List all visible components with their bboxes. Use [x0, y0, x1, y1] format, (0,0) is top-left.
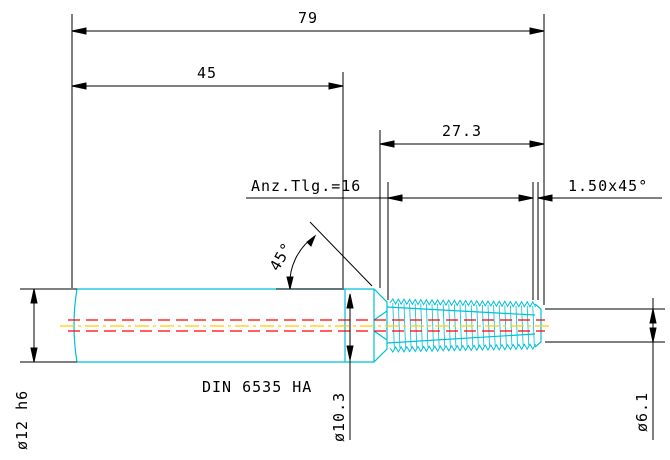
- dim-tip-diameter: ø6.1: [633, 392, 651, 432]
- tooth-count-label: Anz.Tlg.=16: [251, 177, 361, 195]
- dim-arrows-d10: [346, 293, 354, 361]
- dim-arrows-flute: [387, 194, 534, 202]
- dim-arrows-thread: [379, 140, 545, 148]
- angle-arrows: [286, 234, 317, 290]
- shank-body: [73, 288, 346, 363]
- angle-ext-line: [309, 221, 373, 287]
- dim-shank-diameter: ø12 h6: [13, 390, 31, 450]
- center-lines: [60, 319, 552, 332]
- dim-arrows-d12: [30, 288, 38, 363]
- dim-arrows-overall: [71, 27, 545, 35]
- thread-top: [389, 298, 537, 308]
- dim-arrows-shank: [71, 82, 344, 90]
- dim-shank-length: 45: [197, 64, 217, 82]
- dim-thread-length: 27.3: [442, 122, 482, 140]
- dim-neck-diameter: ø10.3: [330, 392, 348, 442]
- dim-arrow-chamfer: [537, 194, 553, 202]
- dim-arrows-d6: [649, 308, 657, 343]
- dimension-layer: 79 45 27.3 Anz.Tlg.=16 1.50x45° 45° ø12 …: [13, 9, 665, 450]
- chamfer-label: 1.50x45°: [568, 177, 648, 195]
- dim-overall-length: 79: [298, 9, 318, 27]
- thread-bottom: [389, 343, 537, 353]
- standard-note: DIN 6535 HA: [202, 378, 312, 396]
